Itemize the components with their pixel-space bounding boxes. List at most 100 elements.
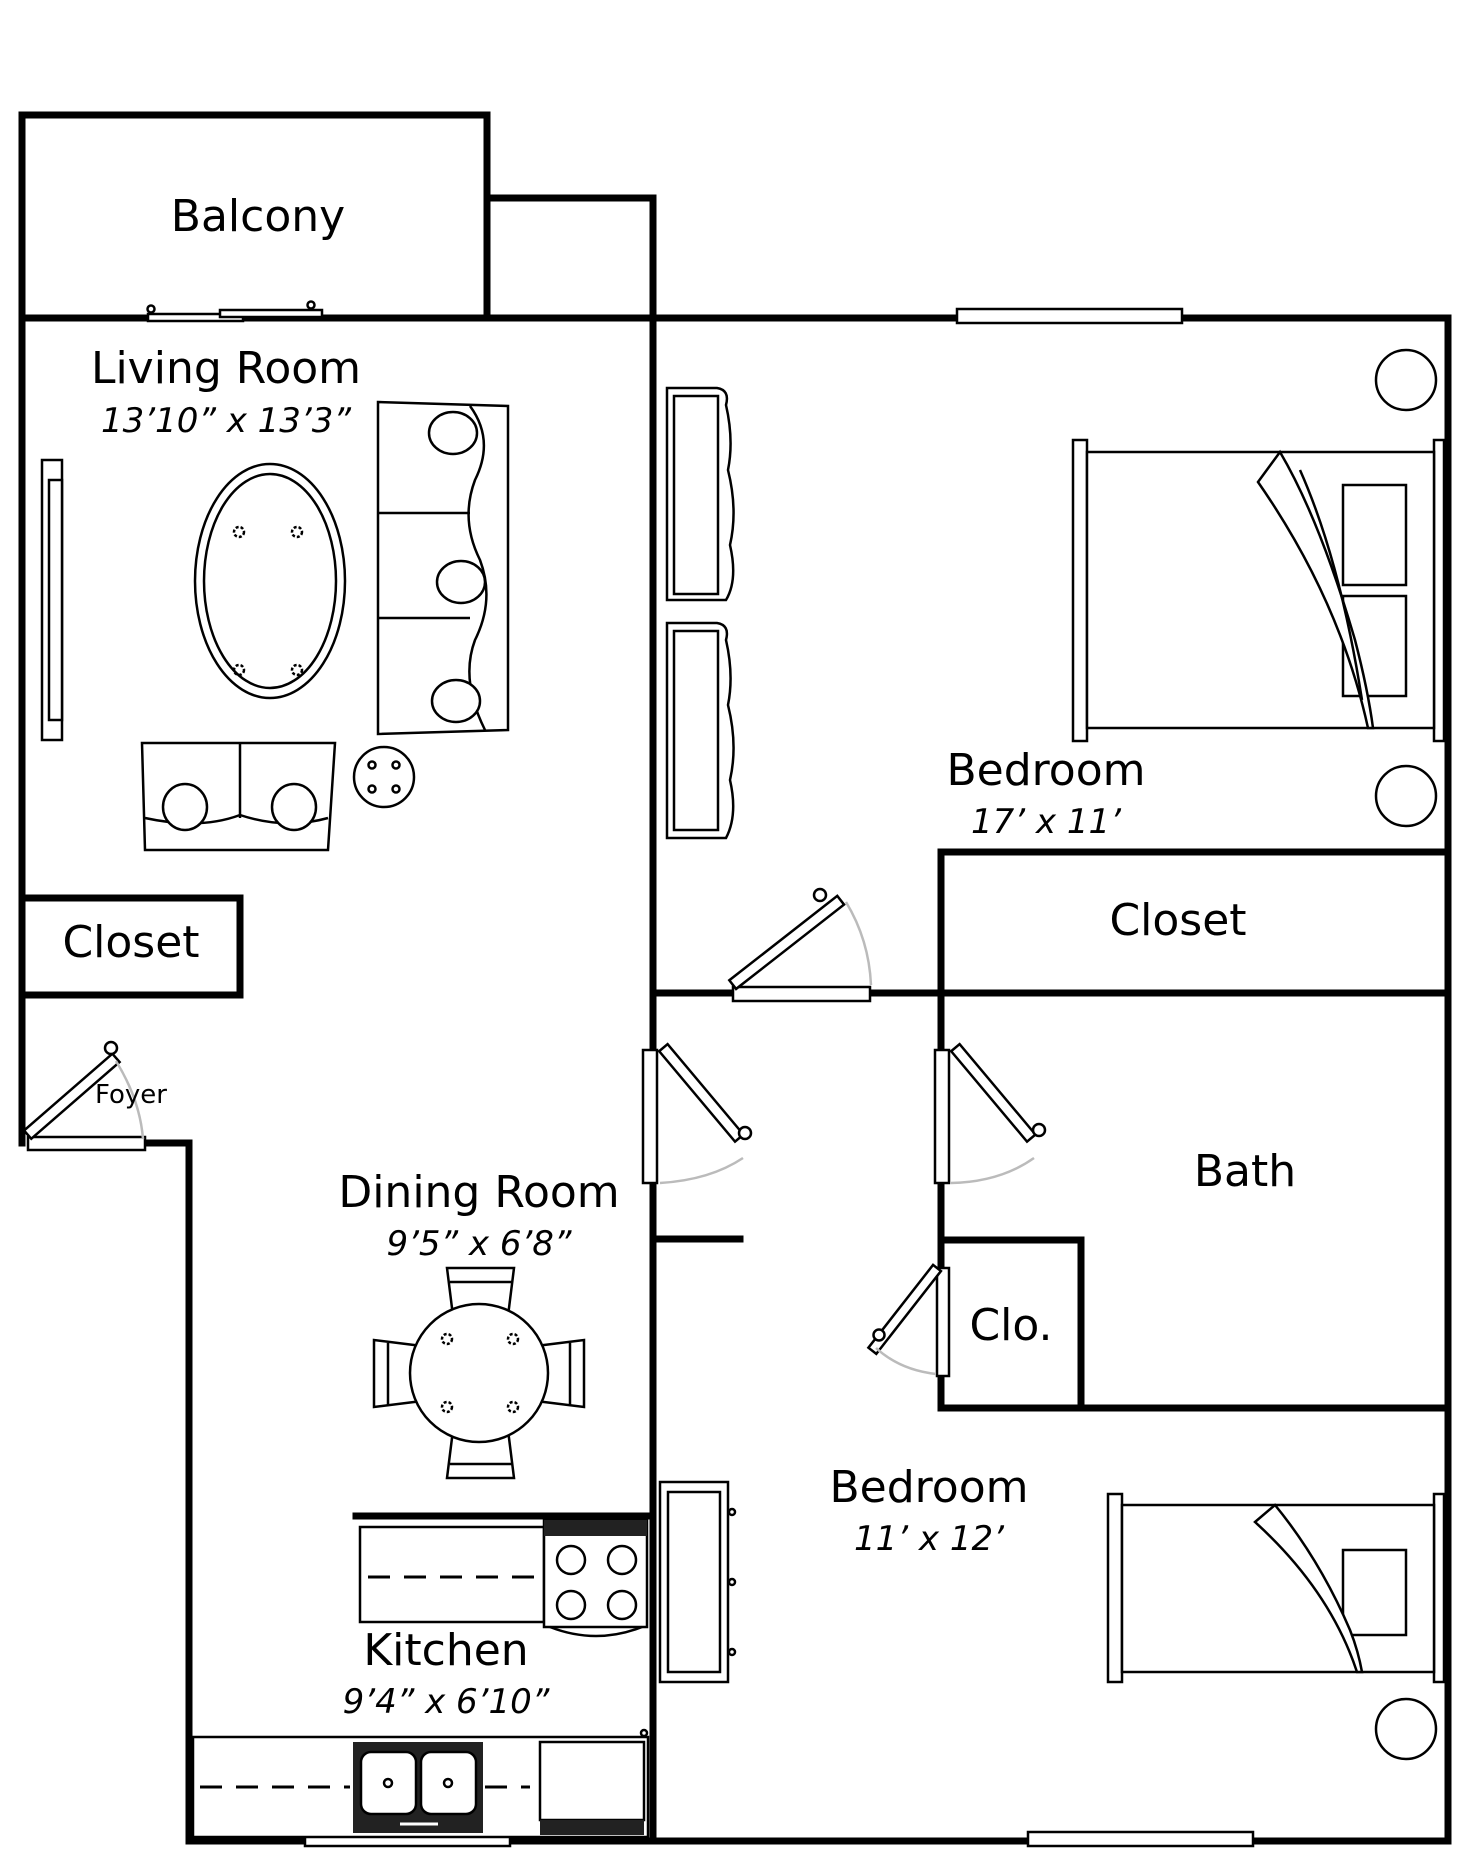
dresser-top	[672, 629, 720, 832]
bedroom-door-knob	[812, 887, 828, 903]
dining-table-leg	[506, 1400, 520, 1414]
dresser-top	[672, 394, 720, 596]
dresser	[658, 1480, 730, 1684]
sink-basin	[359, 1750, 418, 1816]
label-closet-bedroom: Closet	[1109, 895, 1246, 946]
small-closet-door-leaf[interactable]	[866, 1263, 943, 1356]
dresser-knob	[727, 1647, 737, 1657]
front-door-threshold	[26, 1135, 147, 1152]
dresser-knob	[727, 1507, 737, 1517]
window-bedroom-top	[955, 307, 1184, 325]
bedroom-door-leaf[interactable]	[727, 894, 846, 991]
label-foyer: Foyer	[95, 1080, 167, 1110]
front-door-swing	[114, 1060, 145, 1140]
entry-closet-wall	[18, 894, 244, 999]
label-living-room: Living Room	[91, 343, 361, 394]
label-bedroom-1: Bedroom	[946, 745, 1145, 796]
bed-sheet-fold	[1298, 469, 1364, 701]
dim-living-room: 13’10” x 13’3”	[101, 401, 351, 441]
coffee-table-leg	[290, 525, 304, 539]
dim-kitchen: 9’4” x 6’10”	[343, 1682, 550, 1722]
stove-panel	[544, 1520, 647, 1536]
dishwasher-kick	[540, 1820, 644, 1835]
sliding-door-knob-b	[306, 300, 316, 310]
bath-door-leaf[interactable]	[949, 1042, 1038, 1144]
nightstand	[1374, 1697, 1438, 1761]
dresser-inner	[666, 1490, 722, 1674]
label-closet-entry: Closet	[62, 917, 199, 968]
coffee-table-leg	[290, 663, 304, 677]
dining-table-leg	[440, 1400, 454, 1414]
dining-furniture	[372, 1266, 586, 1480]
label-bath: Bath	[1194, 1146, 1296, 1197]
kitchen-counter-upper	[358, 1525, 546, 1624]
dim-dining-room: 9’5” x 6’8”	[386, 1224, 571, 1264]
dresser-knob	[727, 1577, 737, 1587]
bedroom-door-threshold	[731, 985, 872, 1003]
loveseat-pillow	[161, 782, 209, 832]
bed-headboard	[1432, 438, 1446, 743]
hall-door-jamb	[641, 1048, 659, 1185]
bed-turned-sheet	[1256, 449, 1375, 730]
stove-burner	[606, 1544, 638, 1576]
living-room-furniture	[40, 400, 510, 852]
sliding-door-knob-a	[146, 304, 156, 314]
hall-door-knob	[737, 1125, 753, 1141]
kitchen-fixtures	[191, 1518, 650, 1839]
small-closet-door-knob	[872, 1328, 886, 1342]
sofa-pillow	[430, 678, 482, 724]
nightstand	[1374, 348, 1438, 412]
side-table-leg	[367, 760, 377, 770]
kitchen-left-wall	[140, 1139, 193, 1845]
small-closet-wall	[937, 1236, 1085, 1412]
dim-bedroom-1: 17’ x 11’	[971, 802, 1122, 842]
stove-burner	[606, 1589, 638, 1621]
bed-pillow	[1341, 483, 1408, 587]
bedroom-closet-wall	[937, 848, 1452, 997]
bath-door-swing	[950, 1156, 1035, 1185]
label-kitchen: Kitchen	[363, 1625, 528, 1676]
bath-door-jamb	[933, 1048, 951, 1185]
bath-door-knob	[1031, 1122, 1047, 1138]
bedroom-door-swing	[844, 901, 873, 986]
sink-drain	[442, 1777, 454, 1789]
sliding-door-b[interactable]	[218, 308, 324, 319]
coffee-table	[193, 462, 347, 700]
coffee-table-leg	[232, 525, 246, 539]
step-wall	[483, 194, 657, 322]
window-bedroom-bottom	[1026, 1830, 1255, 1848]
tv-screen	[47, 478, 64, 722]
nightstand	[1374, 764, 1438, 828]
kitchen-corner-dot	[639, 1728, 649, 1738]
room-labels: Balcony Living Room 13’10” x 13’3” Close…	[62, 191, 1296, 1722]
bed-frame	[1106, 1492, 1124, 1684]
loveseat-pillow	[270, 782, 318, 832]
front-door-leaf[interactable]	[22, 1051, 122, 1141]
stove-burner	[555, 1589, 587, 1621]
label-bedroom-2: Bedroom	[829, 1462, 1028, 1513]
dining-table	[408, 1302, 550, 1444]
label-balcony: Balcony	[171, 191, 345, 242]
dining-table-leg	[440, 1332, 454, 1346]
stove-burner	[555, 1544, 587, 1576]
bedroom-2-furniture	[658, 1480, 1446, 1761]
small-closet-door-swing	[875, 1347, 937, 1376]
side-table	[352, 745, 416, 809]
hall-door-swing	[659, 1156, 744, 1185]
label-dining-room: Dining Room	[338, 1167, 619, 1218]
side-table-leg	[391, 784, 401, 794]
bed-pillow	[1341, 1548, 1408, 1637]
front-door-knob	[103, 1040, 119, 1056]
dim-bedroom-2: 11’ x 12’	[854, 1519, 1005, 1559]
hall-door-leaf[interactable]	[657, 1042, 746, 1144]
sink-basin	[419, 1750, 478, 1816]
dishwasher	[538, 1740, 646, 1822]
bed-frame	[1071, 438, 1089, 743]
doors	[22, 887, 1047, 1378]
coffee-table-inner	[202, 472, 338, 690]
bed-turned-sheet	[1253, 1503, 1364, 1674]
sofa-pillow	[435, 559, 487, 605]
stove-door	[549, 1625, 643, 1638]
label-closet-small: Clo.	[969, 1300, 1052, 1351]
bed-headboard	[1432, 1492, 1446, 1684]
